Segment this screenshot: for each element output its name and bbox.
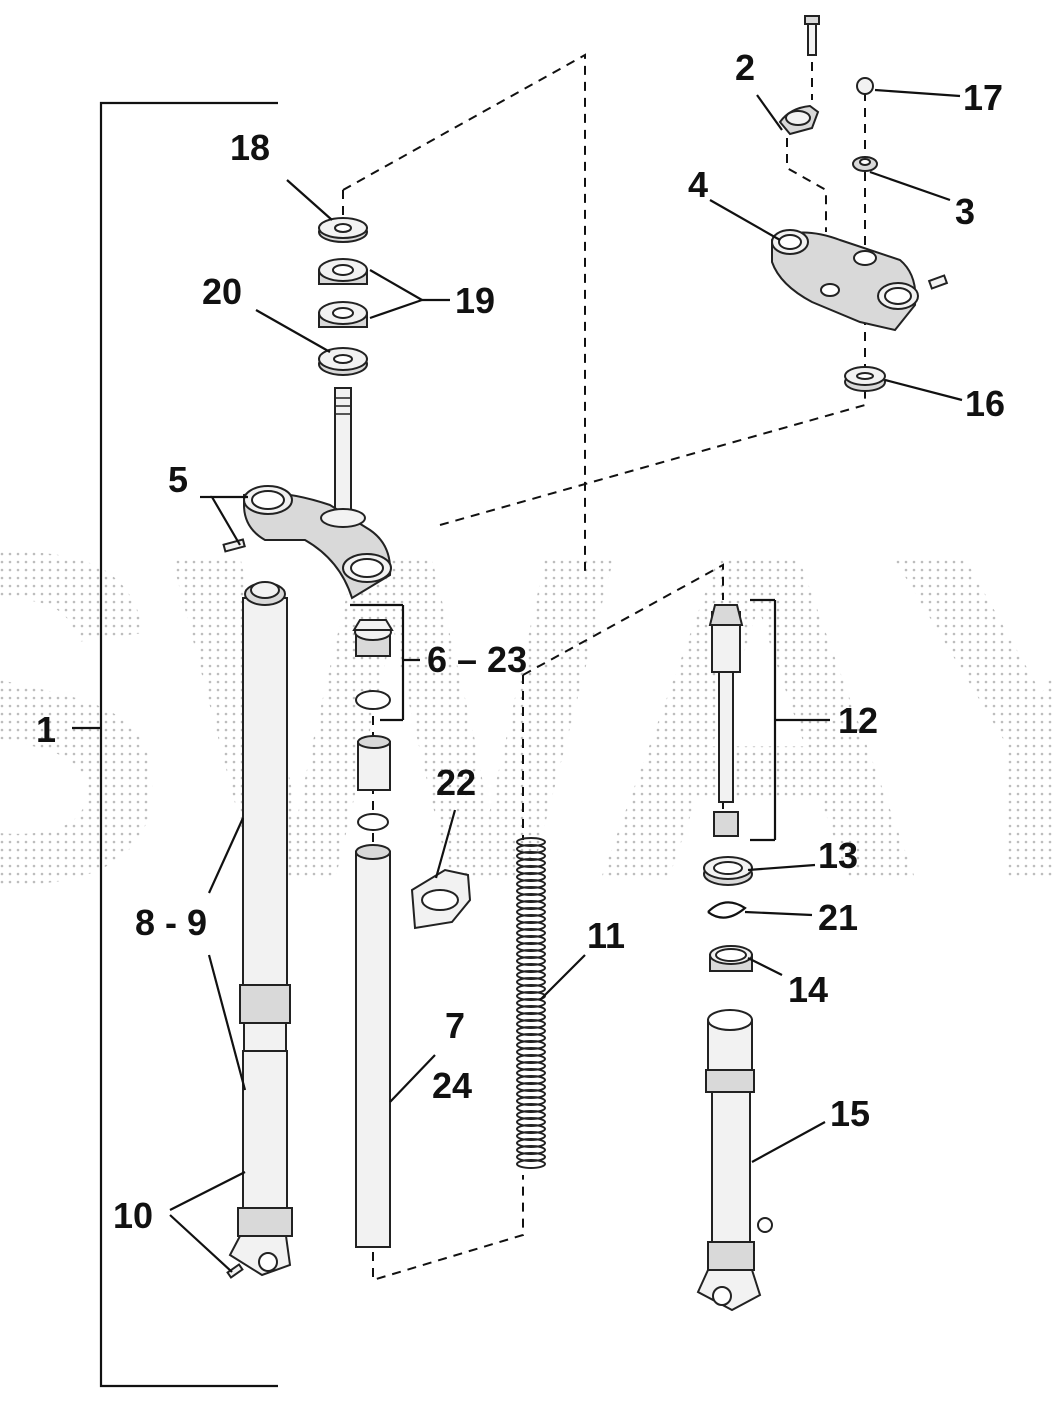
callout-13: 13 [818, 835, 858, 876]
damper-rod-12 [708, 604, 744, 837]
washer-16 [844, 366, 886, 392]
bushing-14 [709, 945, 753, 972]
callout-7: 7 [445, 1005, 465, 1046]
callout-12: 12 [838, 700, 878, 741]
callout-2: 2 [735, 47, 755, 88]
spacer-7 [357, 735, 391, 791]
seal-13 [703, 856, 753, 886]
cap-17 [856, 77, 874, 95]
bearing-19-upper [318, 258, 368, 285]
callout-10: 10 [113, 1195, 153, 1236]
callout-16: 16 [965, 383, 1005, 424]
callout-14: 14 [788, 969, 828, 1010]
dash-to-cartridge [522, 563, 724, 676]
screw-10 [226, 1263, 244, 1279]
callout-21: 21 [818, 897, 858, 938]
riser-2 [778, 15, 820, 136]
top-clamp-4 [771, 229, 949, 332]
dash-stem-to-clamp [439, 390, 866, 526]
callout-6-23: 6 – 23 [427, 639, 527, 680]
callout-20: 20 [202, 271, 242, 312]
watermark: SWAY [0, 455, 1056, 980]
lower-triple-clamp-5 [222, 387, 392, 600]
clamp-22 [410, 868, 472, 930]
washer-18 [318, 217, 368, 243]
callout-8-9: 8 - 9 [135, 902, 207, 943]
fork-leg-8-9 [228, 581, 293, 1277]
bearing-19-lower [318, 301, 368, 328]
washer-20 [318, 347, 368, 376]
nut-3 [852, 156, 878, 172]
clip-21 [707, 901, 747, 919]
dash-bottom [372, 1175, 524, 1282]
callout-17: 17 [963, 77, 1003, 118]
assembly-bracket [99, 101, 278, 1388]
o-ring-23 [355, 690, 391, 710]
callout-3: 3 [955, 191, 975, 232]
callout-11: 11 [587, 915, 625, 956]
callout-22: 22 [436, 762, 476, 803]
callout-24: 24 [432, 1065, 472, 1106]
callout-15: 15 [830, 1093, 870, 1134]
lower-leg-15 [696, 1009, 773, 1312]
callout-5: 5 [168, 459, 188, 500]
spring-11 [516, 837, 546, 1169]
cap-6 [352, 619, 394, 657]
callout-18: 18 [230, 127, 270, 168]
callout-1: 1 [36, 709, 56, 750]
callout-4: 4 [688, 164, 708, 205]
tube-24 [355, 844, 391, 1248]
dash-left-upper [342, 53, 586, 577]
callout-19: 19 [455, 280, 495, 321]
